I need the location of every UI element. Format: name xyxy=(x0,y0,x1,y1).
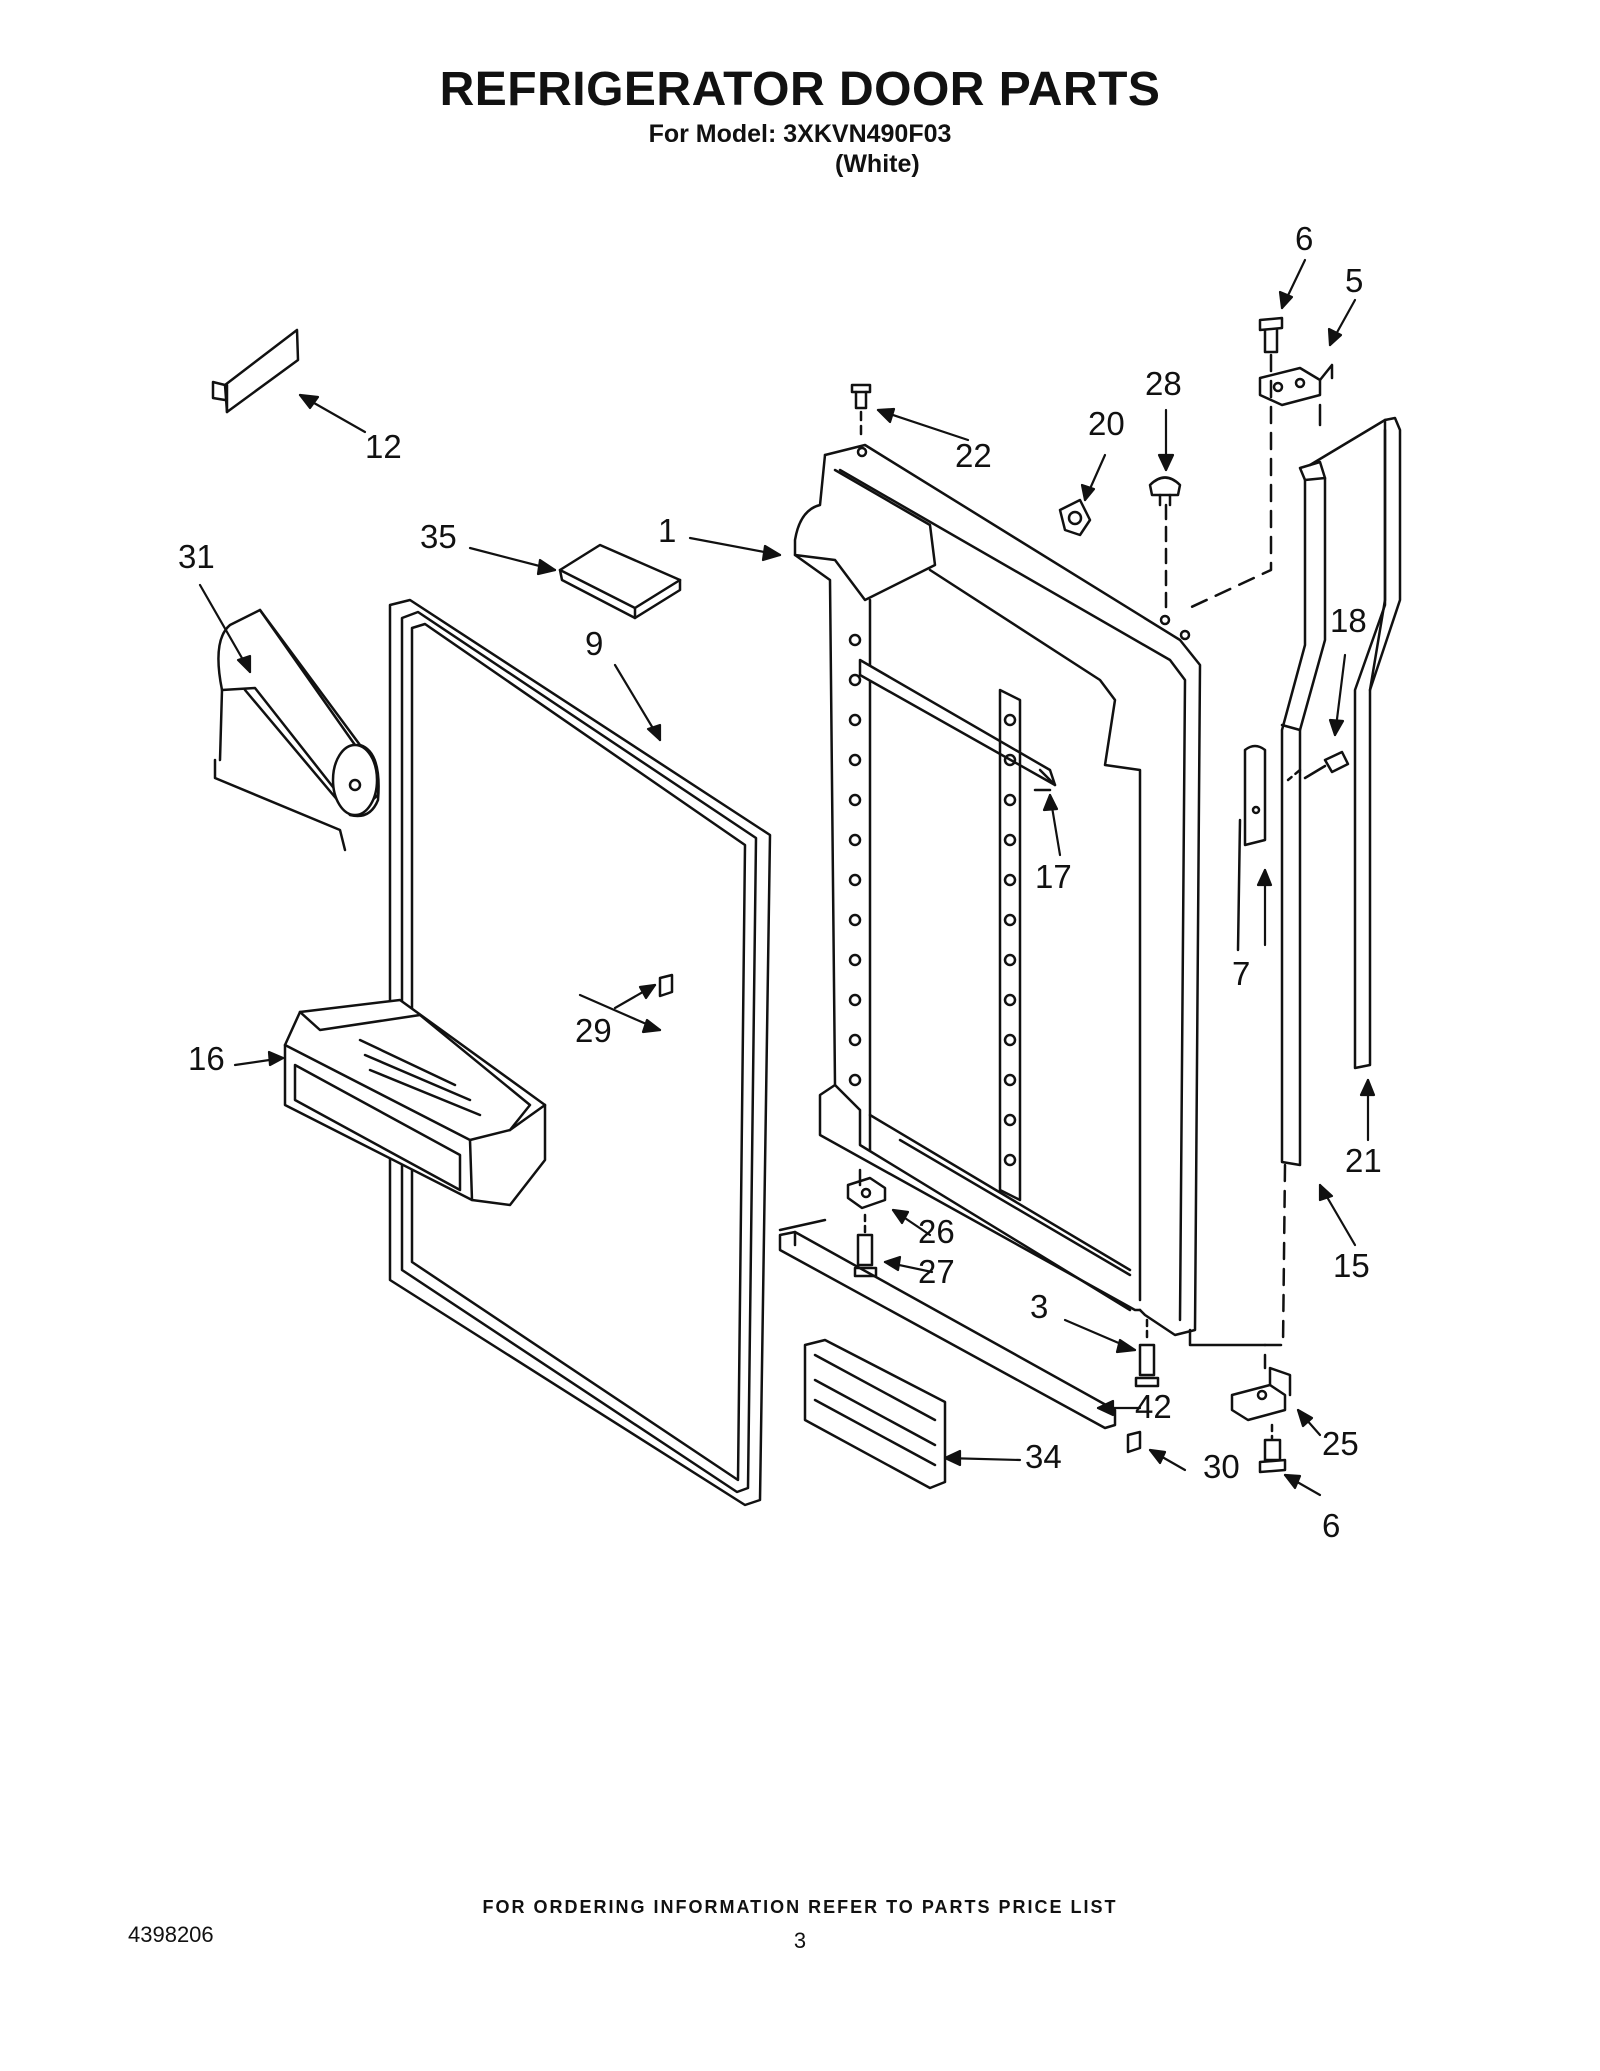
page-number: 3 xyxy=(793,1928,807,1953)
part-16-drawing xyxy=(1033,768,1057,792)
liner-shelf-holes xyxy=(848,446,1191,1167)
part-20-drawing xyxy=(1058,498,1092,537)
part-31-drawing xyxy=(213,608,380,852)
callout-42: 42 xyxy=(1135,1388,1172,1425)
callout-34: 34 xyxy=(1025,1438,1062,1475)
part-26-drawing xyxy=(846,1168,887,1210)
document-number: 4398206 xyxy=(128,1922,214,1947)
leader-lines xyxy=(198,258,1376,1497)
part-28-drawing xyxy=(1148,476,1182,612)
callout-20: 20 xyxy=(1088,405,1125,442)
callout-labels: 12 31 35 1 9 22 20 28 6 5 18 17 7 21 15 … xyxy=(178,220,1382,1544)
part-3-drawing xyxy=(1134,1318,1160,1388)
callout-29: 29 xyxy=(575,1012,612,1049)
callout-28: 28 xyxy=(1145,365,1182,402)
part-1-drawing xyxy=(793,443,1202,1337)
part-22-drawing xyxy=(850,383,872,442)
callout-15: 15 xyxy=(1333,1247,1370,1284)
ordering-note: FOR ORDERING INFORMATION REFER TO PARTS … xyxy=(482,1897,1118,1917)
part-42-drawing xyxy=(778,1230,1117,1430)
part-15-drawing xyxy=(1280,460,1327,1167)
part-18-drawing xyxy=(283,998,547,1207)
callout-9: 9 xyxy=(585,625,603,662)
callout-22: 22 xyxy=(955,437,992,474)
part-30-drawing xyxy=(1126,1430,1142,1454)
callout-5: 5 xyxy=(1345,262,1363,299)
callout-12: 12 xyxy=(365,428,402,465)
part-17-drawing xyxy=(1286,750,1350,782)
part-21-drawing xyxy=(1308,416,1402,1070)
callout-17: 18 xyxy=(1330,602,1367,639)
part-12-drawing xyxy=(211,328,300,414)
part-25-drawing xyxy=(1188,1163,1292,1422)
callout-16: 17 xyxy=(1035,858,1072,895)
callout-6-bottom: 6 xyxy=(1322,1507,1340,1544)
callout-7: 7 xyxy=(1232,955,1250,992)
part-34-drawing xyxy=(803,1338,947,1490)
color-note: (White) xyxy=(835,150,920,178)
callout-31: 31 xyxy=(178,538,215,575)
callout-35: 35 xyxy=(420,518,457,555)
callout-3: 3 xyxy=(1030,1288,1048,1325)
callout-30: 30 xyxy=(1203,1448,1240,1485)
callout-27: 27 xyxy=(918,1253,955,1290)
part-6-bottom-drawing xyxy=(1258,1423,1287,1474)
part-6-top-drawing xyxy=(1183,316,1284,612)
part-7-drawing xyxy=(1236,744,1267,952)
callout-25: 25 xyxy=(1322,1425,1359,1462)
page-title: REFRIGERATOR DOOR PARTS xyxy=(439,63,1161,116)
part-29-drawing xyxy=(658,973,674,998)
callout-21: 21 xyxy=(1345,1142,1382,1179)
part-5-drawing xyxy=(1258,363,1334,427)
part-35-drawing xyxy=(558,543,682,620)
callout-18: 16 xyxy=(188,1040,225,1077)
callout-6-top: 6 xyxy=(1295,220,1313,257)
model-line: For Model: 3XKVN490F03 xyxy=(648,120,952,148)
callout-1: 1 xyxy=(658,512,676,549)
callout-26: 26 xyxy=(918,1213,955,1250)
